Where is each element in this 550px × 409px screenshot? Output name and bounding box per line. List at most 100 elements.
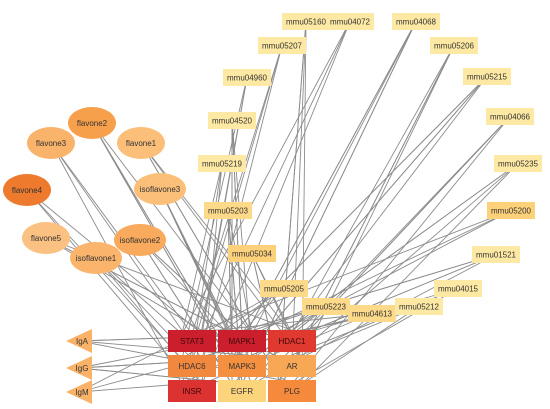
edge-line <box>26 189 183 360</box>
compound-node-isoflavone1[interactable]: isoflavone1 <box>70 242 122 274</box>
antibody-label: IgM <box>75 388 89 397</box>
pathway-box <box>430 37 478 54</box>
pathway-node-mmu05200[interactable]: mmu05200 <box>487 202 535 219</box>
pathway-node-mmu05215[interactable]: mmu05215 <box>463 68 511 85</box>
target-node-HDAC1[interactable]: HDAC1 <box>268 330 316 352</box>
pathway-box <box>204 202 252 219</box>
pathway-box <box>486 108 534 125</box>
target-box <box>218 380 266 402</box>
pathway-node-mmu05034[interactable]: mmu05034 <box>228 245 276 262</box>
target-box <box>168 330 216 352</box>
target-label: HDAC6 <box>178 362 206 371</box>
pathway-node-mmu05212[interactable]: mmu05212 <box>395 298 443 315</box>
compound-ellipse <box>68 107 116 139</box>
pathway-node-mmu05206[interactable]: mmu05206 <box>430 37 478 54</box>
compound-node-flavone2[interactable]: flavone2 <box>68 107 116 139</box>
pathway-box <box>348 305 396 322</box>
antibody-triangle <box>66 329 92 353</box>
pathway-node-mmu04015[interactable]: mmu04015 <box>434 280 482 297</box>
target-node-INSR[interactable]: INSR <box>168 380 216 402</box>
target-box <box>268 355 316 377</box>
target-node-PLG[interactable]: PLG <box>268 380 316 402</box>
compound-ellipse <box>27 127 75 159</box>
target-node-STAT3[interactable]: STAT3 <box>168 330 216 352</box>
pathway-box <box>392 13 440 30</box>
edge-line <box>291 21 307 360</box>
compound-ellipse <box>70 242 122 274</box>
pathway-box <box>472 246 520 263</box>
pathway-node-mmu05219[interactable]: mmu05219 <box>198 155 246 172</box>
antibody-node-IgA[interactable]: IgA <box>66 329 92 353</box>
compound-ellipse <box>3 174 51 206</box>
compound-node-isoflavone3[interactable]: isoflavone3 <box>134 173 186 205</box>
pathway-label: mmu05200 <box>491 207 532 216</box>
compound-node-flavone4[interactable]: flavone4 <box>3 174 51 206</box>
pathway-label: mmu05034 <box>232 250 273 259</box>
target-node-EGFR[interactable]: EGFR <box>218 380 266 402</box>
compound-label: flavone1 <box>126 139 157 148</box>
antibody-nodes: IgA IgG IgM <box>66 329 92 404</box>
pathway-box <box>494 155 542 172</box>
pathway-label: mmu05205 <box>264 285 305 294</box>
target-node-MAPK3[interactable]: MAPK3 <box>218 355 266 377</box>
pathway-box <box>223 69 271 86</box>
pathway-box <box>326 13 374 30</box>
pathway-label: mmu05235 <box>498 160 539 169</box>
edge-line <box>281 45 455 385</box>
pathway-node-mmu05160[interactable]: mmu05160 <box>282 13 330 30</box>
target-label: MAPK3 <box>228 362 256 371</box>
target-box <box>168 355 216 377</box>
compound-node-flavone1[interactable]: flavone1 <box>117 127 165 159</box>
pathway-node-mmu05223[interactable]: mmu05223 <box>302 298 350 315</box>
compound-label: isoflavone2 <box>120 236 161 245</box>
pathway-node-mmu04613[interactable]: mmu04613 <box>348 305 396 322</box>
pathway-node-mmu01521[interactable]: mmu01521 <box>472 246 520 263</box>
pathway-node-mmu05207[interactable]: mmu05207 <box>258 37 306 54</box>
compound-node-isoflavone2[interactable]: isoflavone2 <box>114 224 166 256</box>
compound-label: flavone2 <box>77 119 108 128</box>
pathway-box <box>258 37 306 54</box>
target-label: INSR <box>182 387 201 396</box>
edge-line <box>139 239 243 335</box>
pathway-label: mmu05206 <box>434 42 475 51</box>
target-box <box>218 330 266 352</box>
edge-line <box>291 45 455 335</box>
pathway-label: mmu05219 <box>202 160 243 169</box>
edge-line <box>281 116 511 360</box>
pathway-box <box>198 155 246 172</box>
pathway-node-mmu04072[interactable]: mmu04072 <box>326 13 374 30</box>
edge-line <box>181 163 223 335</box>
pathway-box <box>208 112 256 129</box>
target-box <box>268 330 316 352</box>
edge-line <box>91 122 253 335</box>
pathway-node-mmu05203[interactable]: mmu05203 <box>204 202 252 219</box>
target-node-AR[interactable]: AR <box>268 355 316 377</box>
pathway-box <box>395 298 443 315</box>
compound-node-flavone3[interactable]: flavone3 <box>27 127 75 159</box>
pathway-label: mmu05207 <box>262 42 303 51</box>
pathway-label: mmu04520 <box>212 117 253 126</box>
compound-label: flavone4 <box>12 186 43 195</box>
antibody-node-IgM[interactable]: IgM <box>66 380 92 404</box>
pathway-node-mmu04066[interactable]: mmu04066 <box>486 108 534 125</box>
target-label: EGFR <box>231 387 253 396</box>
pathway-node-mmu04520[interactable]: mmu04520 <box>208 112 256 129</box>
antibody-node-IgG[interactable]: IgG <box>66 356 92 380</box>
edge-line <box>241 76 488 360</box>
compound-ellipse <box>117 127 165 159</box>
pathway-node-mmu04960[interactable]: mmu04960 <box>223 69 271 86</box>
target-box <box>268 380 316 402</box>
pathway-node-mmu04068[interactable]: mmu04068 <box>392 13 440 30</box>
pathway-node-mmu05205[interactable]: mmu05205 <box>260 280 308 297</box>
pathway-nodes: mmu04072 mmu05160 mmu04068 mmu05207 mmu0… <box>198 13 542 322</box>
compound-node-flavone5[interactable]: flavone5 <box>22 222 70 254</box>
pathway-box <box>228 245 276 262</box>
edge-line <box>191 163 223 360</box>
edge-line <box>231 254 497 335</box>
target-node-MAPK1[interactable]: MAPK1 <box>218 330 266 352</box>
target-label: AR <box>286 362 297 371</box>
antibody-label: IgG <box>76 364 89 373</box>
target-node-HDAC6[interactable]: HDAC6 <box>168 355 216 377</box>
pathway-node-mmu05235[interactable]: mmu05235 <box>494 155 542 172</box>
